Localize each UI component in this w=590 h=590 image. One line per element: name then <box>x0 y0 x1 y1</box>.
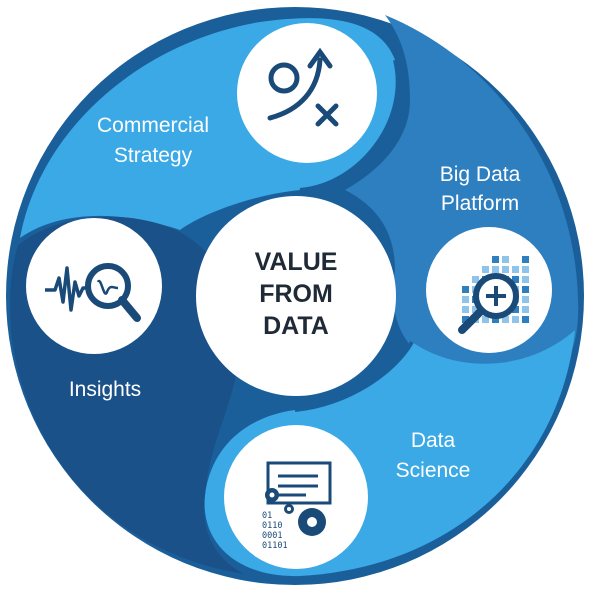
grid-cell <box>462 306 469 313</box>
grid-cell <box>472 276 479 283</box>
grid-cell <box>462 316 469 323</box>
grid-cell <box>462 296 469 303</box>
binary-line-4: 01101 <box>262 541 288 551</box>
grid-cell <box>522 266 529 273</box>
grid-cell <box>472 306 479 313</box>
document-gears-binary-icon: 01 0110 0001 01101 <box>262 461 332 551</box>
data-grid-magnifier-icon <box>458 256 529 334</box>
grid-cell <box>522 286 529 293</box>
label-insights: Insights <box>69 378 141 401</box>
grid-cell <box>512 276 519 283</box>
label-science-line-2: Science <box>396 459 471 482</box>
grid-cell <box>502 316 509 323</box>
grid-cell <box>522 256 529 263</box>
label-commercial-line-2: Strategy <box>114 144 193 167</box>
grid-cell <box>512 306 519 313</box>
grid-cell <box>522 306 529 313</box>
binary-line-3: 0001 <box>262 531 282 541</box>
grid-cell <box>482 266 489 273</box>
swirl-edge-1 <box>299 59 400 192</box>
grid-cell <box>512 316 519 323</box>
grid-cell <box>522 296 529 303</box>
grid-cell <box>462 286 469 293</box>
label-bigdata-line-1: Big Data <box>440 163 521 186</box>
grid-cell <box>522 316 529 323</box>
grid-cell <box>482 316 489 323</box>
grid-cell <box>492 316 499 323</box>
center-line-3: DATA <box>263 312 329 340</box>
waveform-magnifier-icon <box>45 263 141 322</box>
grid-cell <box>522 276 529 283</box>
center-line-2: FROM <box>259 280 333 308</box>
grid-cell <box>492 266 499 273</box>
binary-line-1: 01 <box>262 511 272 521</box>
label-bigdata-line-2: Platform <box>441 192 519 215</box>
grid-cell <box>502 266 509 273</box>
binary-line-2: 0110 <box>262 521 282 531</box>
swirl-edge-2 <box>294 341 414 412</box>
grid-cell <box>512 266 519 273</box>
grid-cell <box>492 256 499 263</box>
grid-cell <box>502 256 509 263</box>
strategy-ox-arrow-icon <box>267 47 339 127</box>
center-circle <box>196 196 396 396</box>
label-science-line-1: Data <box>411 429 456 452</box>
center-line-1: VALUE <box>255 248 338 276</box>
label-commercial-line-1: Commercial <box>97 114 209 137</box>
